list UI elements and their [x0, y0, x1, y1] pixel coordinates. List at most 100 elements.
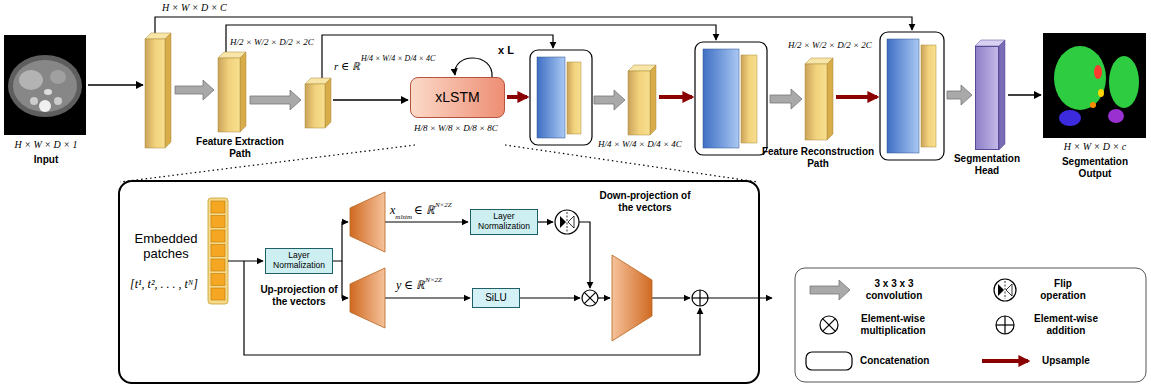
vector-space: ∈ ℝ: [414, 204, 435, 218]
operation-title: Down-projection of the vectors: [598, 190, 692, 213]
organ-mask: [1109, 56, 1139, 108]
feature-block: [628, 65, 656, 135]
image-ground: [4, 35, 86, 135]
concatenation-group: [530, 50, 592, 145]
repeat-count: x L: [498, 44, 514, 57]
organ-mask: [1090, 102, 1096, 108]
path-title: Feature Extraction Path: [190, 136, 290, 159]
skip-connection: [226, 25, 716, 52]
flip-triangle: [998, 284, 1004, 296]
token: [211, 245, 225, 257]
add-symbol: [692, 290, 708, 306]
node-label: Layer Normalization: [474, 212, 534, 232]
image-ground: [1043, 33, 1146, 138]
organ-mask: [1098, 89, 1104, 97]
bottleneck-arrow: [333, 99, 408, 100]
dimension-label: H × W × D × C: [162, 2, 227, 14]
conv-arrow: [175, 80, 214, 100]
block-front: [145, 39, 165, 148]
segmentation-head: Segmentation Head: [975, 46, 999, 150]
flip-axis: [1005, 281, 1006, 299]
wire: [538, 221, 553, 222]
multiply-symbol: [582, 290, 598, 306]
operator-stroke: [823, 319, 836, 332]
feature-block: [805, 58, 833, 140]
vector-symbol: x: [390, 204, 395, 218]
wire: [385, 221, 468, 222]
legend-label: Upsample: [1042, 355, 1090, 367]
dimension-label: H/2 × W/2 × D/2 × 2C: [788, 40, 872, 50]
stage-title: Input: [4, 154, 88, 166]
upsampled-block: [537, 57, 565, 138]
wire: [652, 297, 690, 298]
wire: [708, 297, 772, 298]
flip-symbol: [555, 210, 579, 234]
activation-box: SiLU: [472, 288, 520, 308]
ct-abdomen: [13, 60, 77, 112]
flip-axis: [567, 212, 568, 232]
vector-superscript: N×2Z: [425, 276, 442, 284]
dimension-label: H/4 × W/4 × D/4 × 4C: [598, 139, 682, 149]
ct-liver: [19, 70, 43, 90]
node-label: Layer Normalization: [269, 251, 329, 271]
legend-label: Element-wise addition: [1026, 313, 1106, 337]
conv-arrow: [594, 90, 625, 110]
up-projection-trapezoid: [350, 268, 385, 328]
flip-triangle: [560, 216, 566, 228]
upsampled-block: [703, 49, 739, 148]
block-side: [240, 52, 246, 132]
operator-stroke: [699, 290, 700, 306]
wire: [598, 297, 610, 298]
legend-concat-sample: [806, 352, 852, 370]
legend-frame: [795, 268, 1146, 382]
flip-triangle: [1006, 284, 1012, 296]
input-arrow: [88, 84, 143, 85]
block-side: [165, 33, 171, 148]
stage-title: Segmentation Output: [1054, 156, 1136, 179]
zoom-leader: [120, 145, 415, 182]
token: [211, 201, 225, 213]
ct-body: [8, 55, 82, 117]
concatenation-group: [880, 32, 944, 160]
skip-block: [741, 55, 757, 143]
token: [211, 216, 225, 228]
concat-frame: [880, 32, 944, 160]
layer-norm-box: Layer Normalization: [470, 209, 538, 235]
head-side: [999, 40, 1005, 150]
wire: [342, 261, 348, 298]
operator-circle: [996, 316, 1014, 334]
output-arrow: [1008, 94, 1041, 95]
token: [211, 288, 225, 300]
block-front: [805, 64, 827, 140]
legend-label: Flip operation: [1030, 278, 1096, 302]
upsampled-block: [887, 39, 919, 153]
operator-circle: [692, 290, 708, 306]
upsample-arrow: [836, 95, 877, 99]
up-projection-trapezoid: [350, 192, 385, 252]
legend-multiply-sample: [820, 316, 838, 334]
organ-mask: [1094, 65, 1102, 79]
ct-kidney: [54, 97, 62, 105]
operation-title: Up-projection of the vectors: [258, 284, 340, 307]
vector-space: y ∈ ℝ: [396, 279, 425, 293]
skip-block: [567, 62, 581, 134]
dimension-label: H × W × D × 1: [4, 139, 88, 151]
wire: [520, 297, 580, 298]
operator-stroke: [584, 292, 595, 303]
layer-norm-box: Layer Normalization: [265, 248, 333, 274]
block-side: [325, 78, 331, 128]
skip-block: [921, 45, 936, 147]
legend-label: 3 x 3 x 3 convolution: [858, 278, 930, 302]
token: [211, 230, 225, 242]
block-front: [305, 84, 325, 128]
conv-arrow: [770, 89, 802, 109]
operator-stroke: [584, 292, 595, 303]
legend-upsample-sample: [982, 359, 1028, 363]
dimension-label: r ∈ ℝ: [334, 60, 360, 73]
dimension-label: H/2 × W/2 × D/2 × 2C: [230, 37, 314, 47]
concat-frame: [530, 50, 592, 145]
upsample-arrow: [507, 95, 527, 99]
legend-add-sample: [996, 316, 1014, 334]
block-front: [628, 71, 650, 135]
vector-subscript: mlstm: [395, 213, 412, 221]
